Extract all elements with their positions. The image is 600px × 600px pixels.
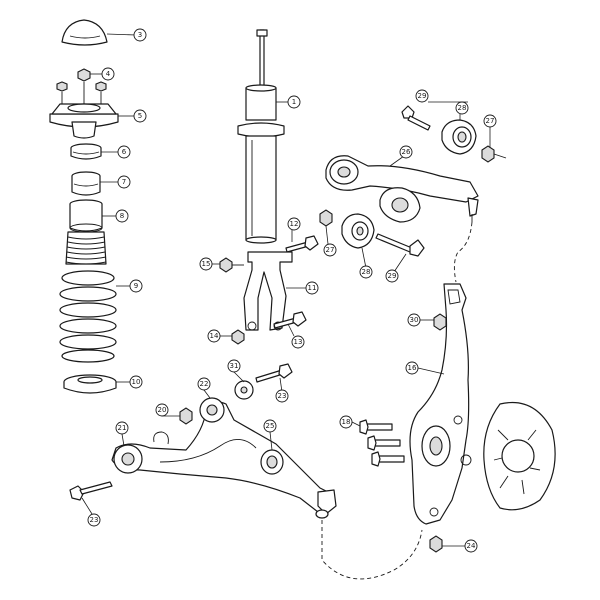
callout-29-top: 29 bbox=[415, 89, 429, 103]
svg-text:28: 28 bbox=[362, 268, 371, 276]
part-10-lower-spring-isolator bbox=[63, 374, 117, 394]
part-9-boot-and-spring bbox=[59, 231, 117, 363]
part-24-nut bbox=[429, 535, 443, 553]
callout-16: 16 bbox=[405, 361, 419, 375]
callout-23-lower: 23 bbox=[87, 513, 101, 527]
part-18-bolts bbox=[359, 419, 405, 467]
callout-12: 12 bbox=[287, 217, 301, 231]
part-12-clevis-bolt bbox=[285, 235, 319, 253]
svg-text:27: 27 bbox=[326, 246, 335, 254]
upper-ball-joint-path bbox=[453, 221, 473, 283]
callout-18: 18 bbox=[339, 415, 353, 429]
svg-text:5: 5 bbox=[138, 112, 142, 120]
part-16-steering-knuckle bbox=[409, 283, 472, 525]
part-26-upper-control-arm bbox=[325, 155, 479, 223]
callout-29-bottom: 29 bbox=[385, 269, 399, 283]
svg-text:10: 10 bbox=[132, 378, 141, 386]
svg-text:28: 28 bbox=[458, 104, 467, 112]
callout-4: 4 bbox=[101, 67, 115, 81]
svg-text:18: 18 bbox=[342, 418, 351, 426]
callout-26: 26 bbox=[399, 145, 413, 159]
svg-text:29: 29 bbox=[418, 92, 427, 100]
part-15-nut bbox=[219, 257, 244, 273]
part-8-upper-spring-isolator bbox=[69, 199, 103, 233]
callout-11: 11 bbox=[305, 281, 319, 295]
callout-20: 20 bbox=[155, 403, 169, 417]
part-20-clip-and-nut bbox=[153, 407, 193, 445]
svg-text:29: 29 bbox=[388, 272, 397, 280]
svg-text:30: 30 bbox=[410, 316, 419, 324]
callout-1: 1 bbox=[287, 95, 301, 109]
part-28-bushing-lower bbox=[341, 213, 375, 249]
part-3-dust-cap bbox=[61, 19, 108, 46]
svg-text:13: 13 bbox=[294, 338, 303, 346]
svg-text:7: 7 bbox=[122, 178, 126, 186]
svg-text:15: 15 bbox=[202, 260, 211, 268]
callout-27-left: 27 bbox=[323, 243, 337, 257]
svg-text:11: 11 bbox=[308, 284, 317, 292]
part-31-washer bbox=[234, 380, 254, 400]
callout-22: 22 bbox=[197, 377, 211, 391]
part-29-bolt-lower bbox=[375, 233, 425, 257]
callout-14: 14 bbox=[207, 329, 221, 343]
part-14-nut bbox=[231, 329, 245, 345]
callout-6: 6 bbox=[117, 145, 131, 159]
svg-text:26: 26 bbox=[402, 148, 411, 156]
callout-28-left: 28 bbox=[359, 265, 373, 279]
callout-3: 3 bbox=[133, 28, 147, 42]
part-1-strut-assembly bbox=[237, 29, 285, 244]
svg-text:27: 27 bbox=[486, 117, 495, 125]
part-21-lower-control-arm bbox=[111, 397, 337, 519]
svg-text:22: 22 bbox=[200, 380, 209, 388]
svg-text:9: 9 bbox=[134, 282, 138, 290]
svg-text:3: 3 bbox=[138, 31, 142, 39]
part-7-jounce-bumper-seat bbox=[71, 171, 101, 196]
svg-text:21: 21 bbox=[118, 424, 127, 432]
callout-25: 25 bbox=[263, 419, 277, 433]
svg-text:24: 24 bbox=[467, 542, 476, 550]
svg-text:8: 8 bbox=[120, 212, 124, 220]
part-27-nut-upper bbox=[481, 145, 507, 163]
part-23-bolt-lower bbox=[69, 481, 113, 501]
svg-text:23: 23 bbox=[90, 516, 99, 524]
svg-text:6: 6 bbox=[122, 148, 127, 156]
callout-10: 10 bbox=[129, 375, 143, 389]
part-6-bearing bbox=[70, 143, 102, 160]
callout-9: 9 bbox=[129, 279, 143, 293]
callout-31: 31 bbox=[227, 359, 241, 373]
callout-8: 8 bbox=[115, 209, 129, 223]
callout-21: 21 bbox=[115, 421, 129, 435]
svg-text:14: 14 bbox=[210, 332, 219, 340]
callout-5: 5 bbox=[133, 109, 147, 123]
part-27-nut-lower bbox=[319, 209, 333, 227]
callout-27-right: 27 bbox=[483, 114, 497, 128]
svg-text:16: 16 bbox=[408, 364, 417, 372]
callout-28-right: 28 bbox=[455, 101, 469, 115]
svg-text:12: 12 bbox=[290, 220, 299, 228]
part-31-bolt bbox=[255, 363, 293, 383]
lower-ball-joint-path bbox=[321, 520, 423, 580]
part-4-nuts bbox=[56, 68, 107, 92]
callout-13: 13 bbox=[291, 335, 305, 349]
part-17-splash-shield bbox=[483, 401, 556, 511]
callouts: 1 3 4 5 6 7 8 9 10 11 12 13 14 15 16 18 … bbox=[87, 28, 497, 553]
callout-24: 24 bbox=[464, 539, 478, 553]
part-11-clevis-bracket bbox=[243, 251, 293, 331]
svg-text:4: 4 bbox=[106, 70, 111, 78]
svg-text:31: 31 bbox=[230, 362, 239, 370]
part-30-nut bbox=[433, 313, 447, 331]
callout-30: 30 bbox=[407, 313, 421, 327]
part-13-clevis-bolt-lower bbox=[273, 311, 307, 329]
callout-15: 15 bbox=[199, 257, 213, 271]
part-29-bolt-upper bbox=[401, 105, 431, 131]
svg-text:23: 23 bbox=[278, 392, 287, 400]
svg-text:1: 1 bbox=[292, 98, 296, 106]
svg-text:20: 20 bbox=[158, 406, 167, 414]
callout-7: 7 bbox=[117, 175, 131, 189]
svg-text:25: 25 bbox=[266, 422, 275, 430]
part-5-upper-mount bbox=[49, 82, 119, 139]
part-28-bushing-upper bbox=[441, 119, 477, 155]
callout-23-upper: 23 bbox=[275, 389, 289, 403]
